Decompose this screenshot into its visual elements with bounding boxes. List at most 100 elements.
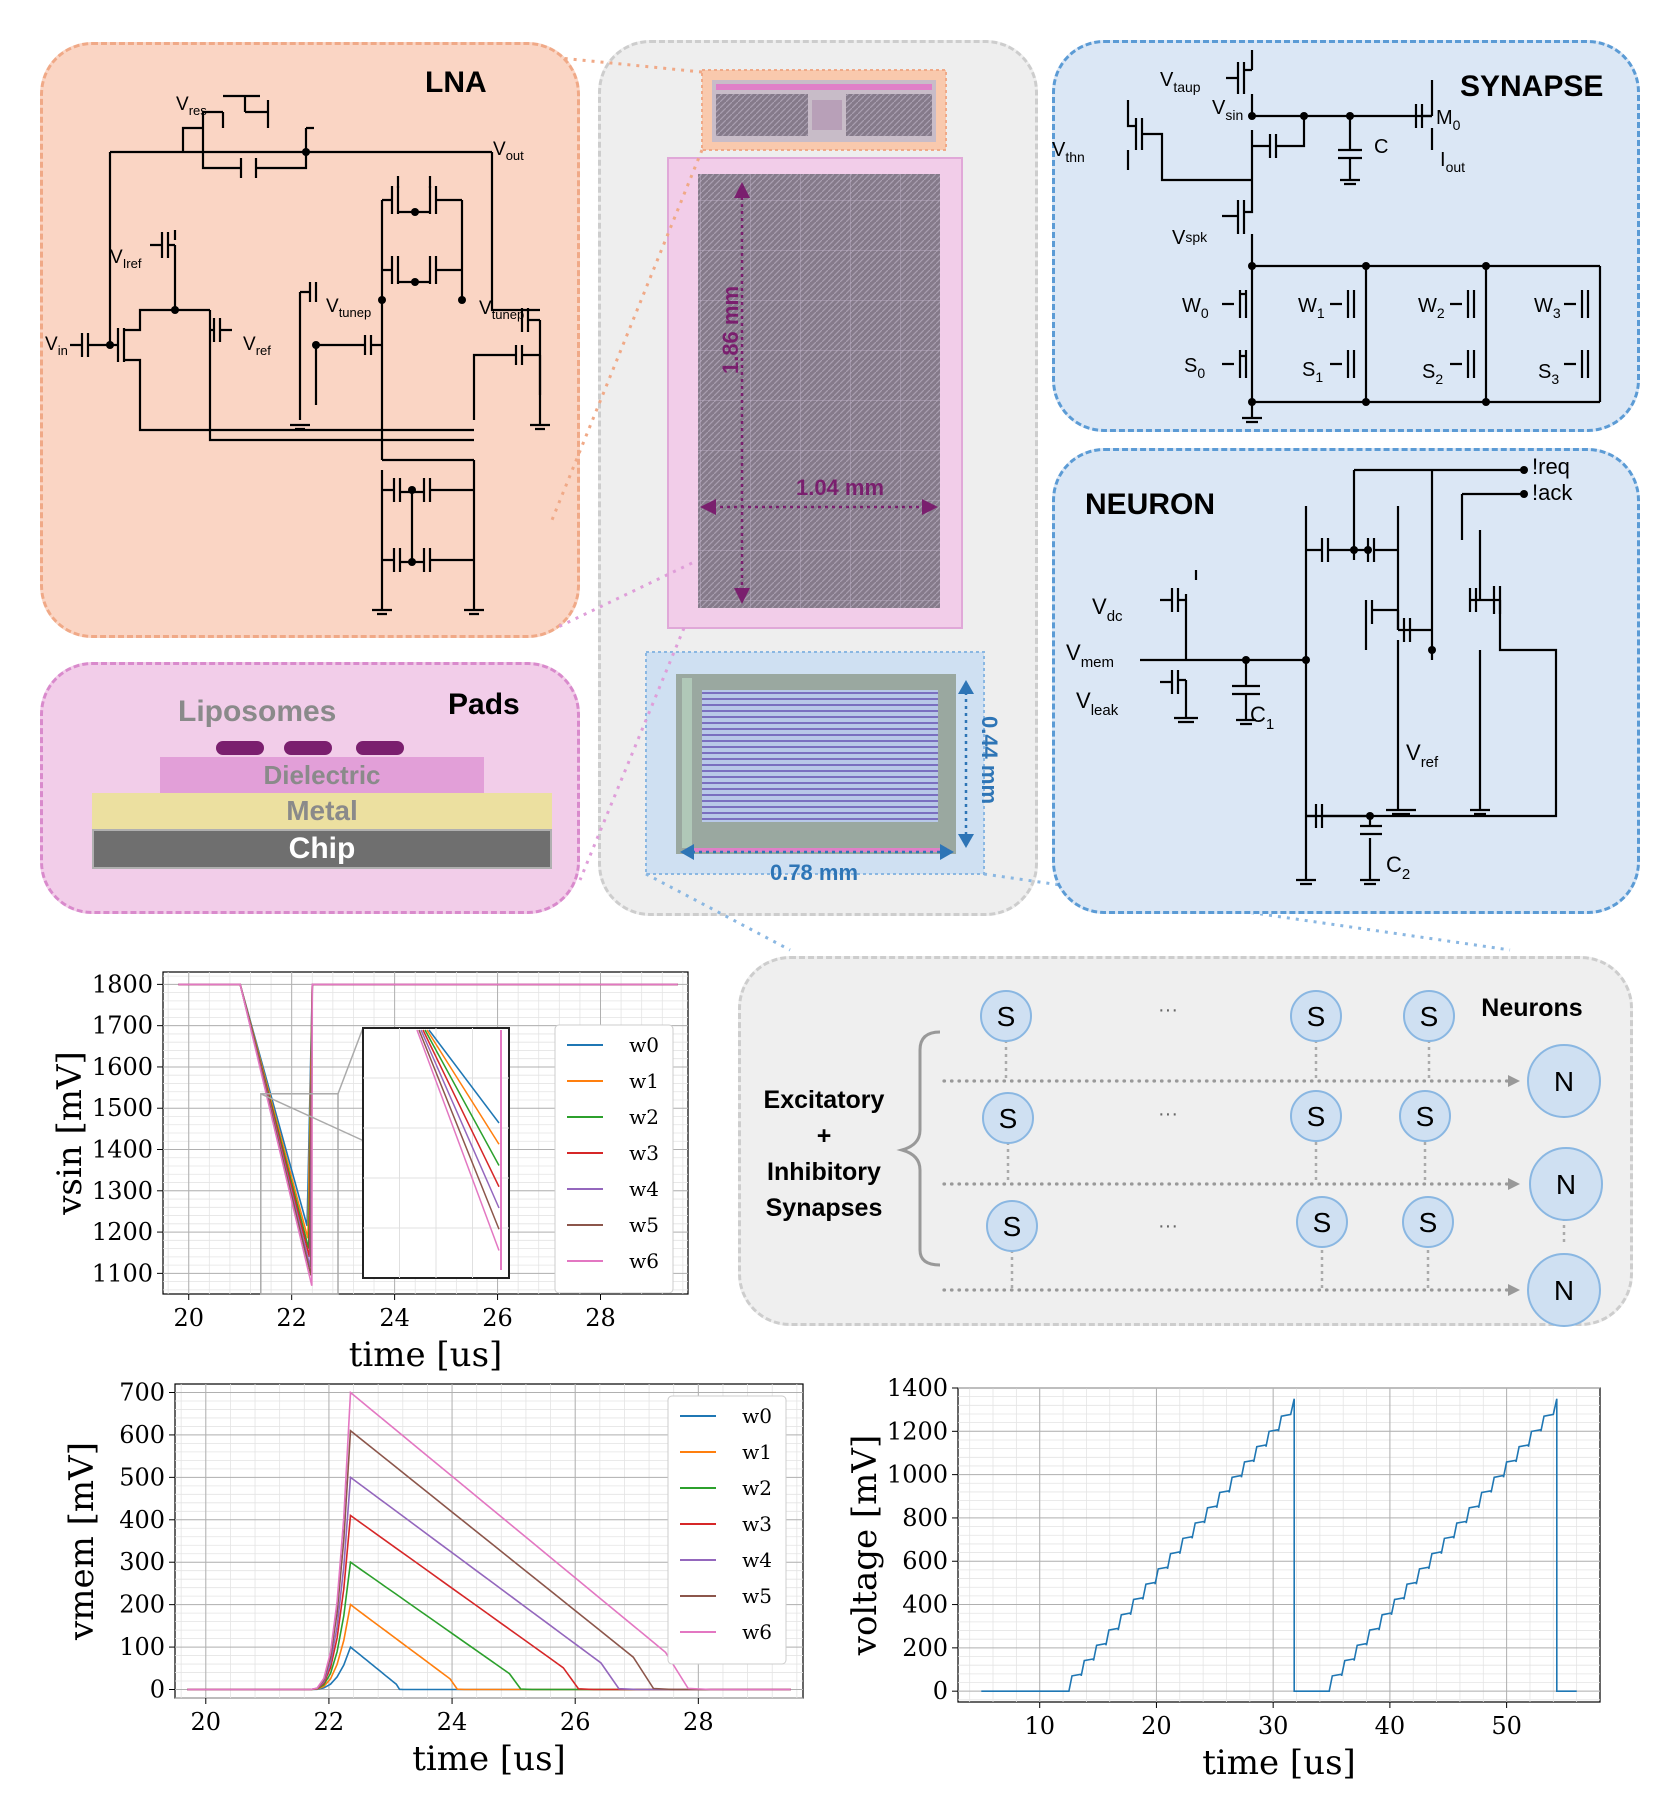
series-w3 [187,1514,791,1691]
y-tick-label: 1800 [92,970,153,998]
lna-panel [40,42,580,638]
liposome-blob [216,741,264,755]
neuron-node-label: N [1554,1066,1574,1097]
y-tick-label: 400 [119,1506,165,1534]
legend-label: w5 [629,1213,659,1237]
pads-title: Pads [448,688,520,721]
legend-label: w5 [742,1584,772,1608]
svg-text:Vsin: Vsin [1212,97,1243,123]
ellipsis: ··· [1158,1103,1178,1125]
legend-label: w4 [629,1177,659,1201]
x-tick-label: 20 [173,1304,204,1332]
x-tick-label: 22 [276,1304,307,1332]
synapse-node [986,1200,1038,1252]
synapse-node-label: S [997,1001,1016,1032]
series-w0 [187,1645,791,1691]
svg-text:C: C [1374,136,1388,158]
y-tick-label: 200 [902,1634,948,1662]
liposomes-label: Liposomes [178,695,337,728]
legend-label: w3 [629,1141,659,1165]
legend-label: w0 [629,1033,659,1057]
legend-label: w3 [742,1512,772,1536]
lna-vtunep-label-right: Vtunep [479,298,524,322]
svg-text:Vmem: Vmem [1066,640,1114,671]
y-tick-label: 0 [933,1677,948,1705]
lna-vref-label: Vref [243,334,271,358]
inset-series-w5 [418,1029,500,1230]
synapse-width-dim: 0.78 mm [770,860,858,885]
legend-label: w2 [742,1476,772,1500]
ellipsis: ··· [1158,999,1178,1021]
synapse-height-dim: 0.44 mm [977,716,1002,804]
chip-layer: Chip [92,829,552,869]
lna-vin-label: Vin [45,334,68,358]
synapse-node [980,990,1032,1042]
synapse-node-label: S [999,1103,1018,1134]
neuron-panel [1052,448,1640,914]
synapse-node-label: S [1307,1001,1326,1032]
x-tick-label: 30 [1258,1712,1289,1740]
synapse-node-label: S [1420,1001,1439,1032]
y-tick-label: 500 [119,1463,165,1491]
y-tick-label: 1200 [887,1417,948,1445]
synapse-node [1290,1090,1342,1142]
group-label-line1: Excitatory [764,1086,885,1114]
svg-text:W1: W1 [1298,295,1325,321]
inset-series-w0 [428,1029,500,1124]
neurons-title: Neurons [1481,994,1582,1022]
synapse-node [1402,1196,1454,1248]
y-tick-label: 1300 [92,1177,153,1205]
legend-label: w1 [742,1440,772,1464]
y-tick-label: 1500 [92,1094,153,1122]
svg-text:Vref: Vref [1406,740,1439,771]
legend-label: w1 [629,1069,659,1093]
y-tick-label: 200 [119,1591,165,1619]
dielectric-layer: Dielectric [160,757,484,793]
series-w6 [178,983,678,1286]
synapse-node-label: S [1416,1101,1435,1132]
x-tick-label: 28 [683,1708,714,1736]
y-tick-label: 800 [902,1504,948,1532]
inset-series-w3 [422,1029,500,1188]
x-tick-label: 10 [1024,1712,1055,1740]
svg-text:S2: S2 [1422,361,1443,387]
y-tick-label: 600 [902,1547,948,1575]
synapse-node [1399,1090,1451,1142]
x-tick-label: 28 [585,1304,616,1332]
series-w5 [187,1429,791,1691]
x-tick-label: 40 [1375,1712,1406,1740]
svg-text:M0: M0 [1436,107,1461,133]
legend-label: w6 [629,1249,659,1273]
y-tick-label: 1400 [887,1374,948,1402]
group-label-line2: + [817,1122,832,1150]
x-tick-label: 26 [482,1304,513,1332]
array-height-dim: 1.86 mm [718,286,743,374]
metal-layer: Metal [92,793,552,829]
inset-series-w6 [416,1029,500,1251]
x-tick-label: 20 [1141,1712,1172,1740]
synapse-node [1290,990,1342,1042]
lna-vout-label: Vout [493,139,524,163]
series-w6 [187,1390,791,1691]
neuron-node [1527,1253,1601,1327]
y-tick-label: 0 [150,1676,165,1704]
svg-text:W3: W3 [1534,295,1561,321]
svg-text:Vleak: Vleak [1076,688,1119,719]
svg-text:C2: C2 [1386,852,1410,883]
synapse-title: SYNAPSE [1460,70,1604,103]
svg-text:S1: S1 [1302,359,1323,385]
req-label: !req [1532,454,1570,479]
series-voltage [981,1398,1577,1692]
y-axis-label: voltage [mV] [845,1435,885,1657]
svg-text:W0: W0 [1182,295,1209,321]
svg-text:Vspk: Vspk [1172,227,1208,249]
x-tick-label: 24 [437,1708,468,1736]
svg-text:Vdc: Vdc [1092,594,1123,625]
y-tick-label: 1000 [887,1461,948,1489]
synapse-node [1296,1196,1348,1248]
